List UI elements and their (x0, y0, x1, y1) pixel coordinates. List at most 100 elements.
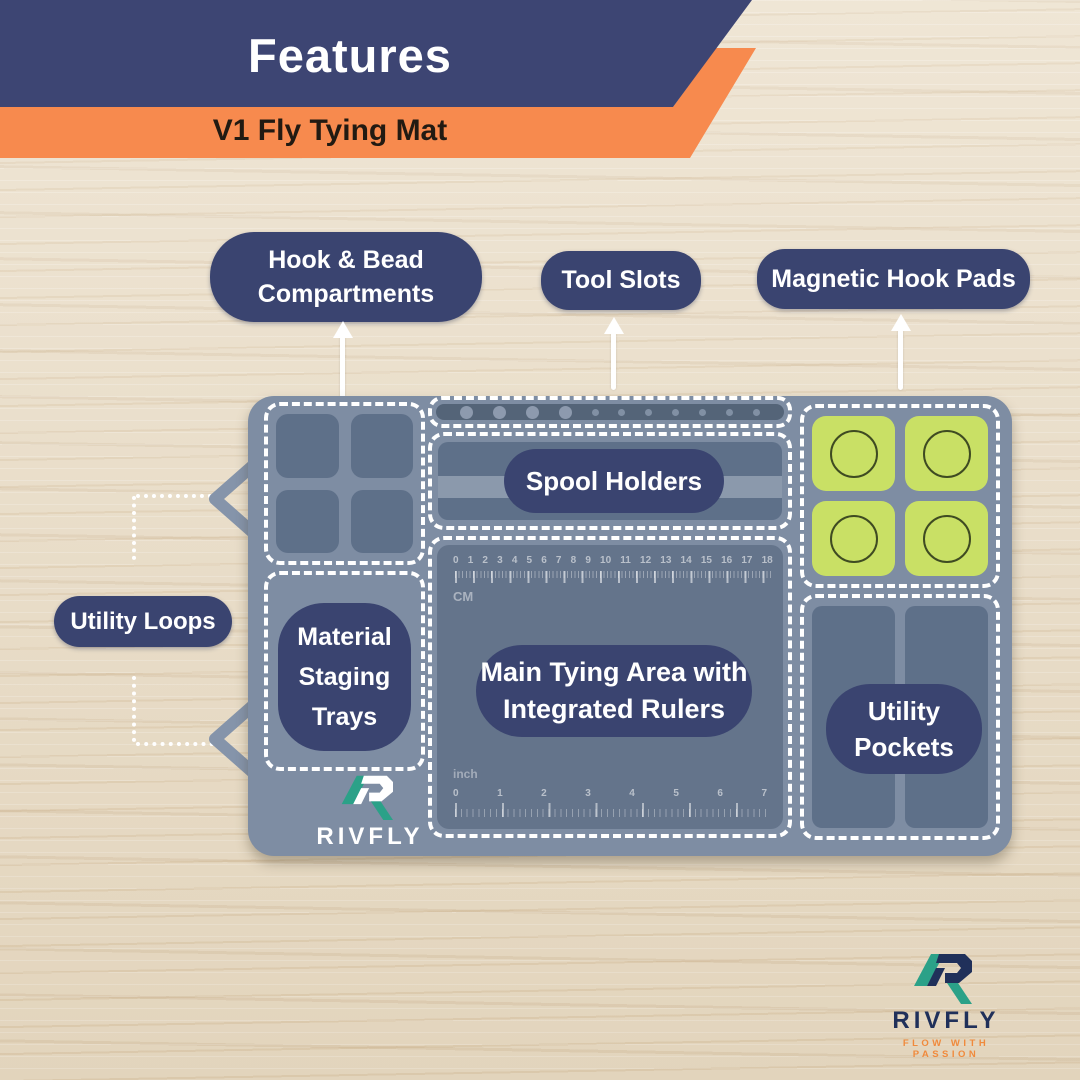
magnet-circle-icon (922, 429, 971, 478)
inch-ruler-number: 6 (717, 788, 723, 799)
cm-ruler-number: 9 (585, 555, 591, 566)
cm-ruler-number: 10 (600, 555, 612, 566)
inch-ruler-number: 7 (761, 788, 767, 799)
compartment-cell (276, 489, 339, 553)
tool-hole-icon (591, 408, 599, 416)
magnetic-pad (812, 416, 895, 491)
cm-ruler-number: 16 (721, 555, 733, 566)
page-subtitle: V1 Fly Tying Mat (212, 114, 448, 147)
footer-brand-wordmark: RIVFLY (892, 1007, 1000, 1034)
cm-ruler-unit: CM (453, 589, 474, 604)
magnet-circle-icon (829, 514, 878, 563)
callout-utility-loops: Utility Loops (54, 596, 232, 647)
spool-holders-zone: Spool Holders (428, 432, 792, 530)
magnetic-pad (905, 501, 988, 576)
main-label-line2: Integrated Rulers (502, 694, 726, 724)
material-line3: Trays (311, 703, 378, 731)
utility-pockets-label: Utility Pockets (826, 684, 982, 774)
compartment-cell (350, 414, 413, 478)
cm-ruler-number: 0 (453, 555, 459, 566)
cm-ruler-number: 5 (526, 555, 533, 566)
inch-ruler-ticks-major (455, 803, 767, 817)
cm-ruler-number: 3 (497, 555, 503, 566)
tool-hole-icon (618, 408, 626, 416)
callout-hook-bead-compartments: Hook & Bead Compartments (210, 232, 482, 322)
spool-label-text: Spool Holders (525, 465, 703, 496)
cm-ruler-number: 18 (761, 555, 773, 566)
material-line1: Material (297, 623, 392, 651)
arrow-tool-slots-head-icon (604, 317, 624, 334)
inch-ruler-ticks-minor (455, 809, 767, 817)
cm-ruler-number: 2 (482, 555, 488, 566)
callout-tool-slots-label: Tool Slots (561, 266, 681, 294)
rivfly-mark-icon (341, 775, 393, 820)
cm-ruler-number: 7 (555, 555, 562, 566)
cm-ruler-number: 4 (511, 555, 518, 566)
material-staging-label: Material Staging Trays (278, 603, 411, 751)
cm-ruler-number: 8 (570, 555, 577, 566)
magnetic-pad (812, 501, 895, 576)
magnet-circle-icon (829, 429, 878, 478)
page-title: Features (248, 29, 452, 82)
inch-ruler-number: 2 (541, 788, 547, 799)
callout-magnetic-label: Magnetic Hook Pads (771, 264, 1016, 293)
arrow-magnetic-stem (898, 329, 903, 390)
magnetic-pad-grid (812, 416, 988, 576)
pockets-label-line1: Utility (867, 696, 941, 726)
callout-hook-bead-line2: Compartments (257, 280, 435, 308)
callout-utility-loops-label: Utility Loops (70, 607, 216, 635)
inch-ruler-unit: inch (453, 767, 478, 781)
material-line2: Staging (298, 663, 391, 691)
magnetic-pad (905, 416, 988, 491)
dotted-connector-top-vertical (132, 496, 136, 560)
magnet-circle-icon (922, 514, 971, 563)
tool-hole-icon (645, 408, 653, 416)
tool-hole-icon (558, 405, 572, 419)
header-blue-banner (0, 0, 752, 107)
callout-tool-slots: Tool Slots (541, 251, 701, 310)
dotted-connector-top-horizontal (136, 494, 220, 498)
main-label-line1: Main Tying Area with (480, 657, 748, 687)
cm-ruler-number: 1 (467, 555, 474, 566)
material-staging-zone: Material Staging Trays (264, 571, 425, 771)
inch-ruler-number: 0 (453, 788, 459, 799)
magnetic-hook-pads-zone (800, 404, 1000, 588)
inch-ruler-number: 3 (585, 788, 591, 799)
hook-bead-compartments-zone (264, 402, 425, 565)
cm-ruler-number: 11 (620, 555, 631, 566)
cm-ruler-number: 17 (741, 555, 753, 566)
tool-hole-icon (492, 405, 506, 419)
dotted-connector-bottom-vertical (132, 676, 136, 742)
footer-brand-logo: RIVFLY FLOW WITH PASSION (868, 952, 1024, 1060)
tool-slots-zone (428, 396, 792, 428)
dotted-connector-bottom-horizontal (136, 742, 222, 746)
tool-hole-icon (525, 405, 539, 419)
arrow-hook-bead-head-icon (333, 321, 353, 338)
tool-hole-icon (726, 408, 734, 416)
mat-brand-logo: RIVFLY (290, 774, 450, 851)
callout-hook-bead-line1: Hook & Bead (268, 246, 424, 274)
pockets-label-line2: Pockets (854, 732, 954, 762)
tool-hole-icon (672, 408, 680, 416)
callout-magnetic-hook-pads: Magnetic Hook Pads (757, 249, 1030, 309)
compartment-cell (276, 414, 339, 478)
cm-ruler-number: 13 (660, 555, 672, 566)
main-tying-area-label: Main Tying Area with Integrated Rulers (476, 645, 752, 737)
arrow-tool-slots-stem (611, 332, 616, 390)
tool-hole-icon (699, 408, 707, 416)
arrow-magnetic-head-icon (891, 314, 911, 331)
footer-brand-tagline: FLOW WITH PASSION (902, 1038, 990, 1060)
spool-holders-label: Spool Holders (504, 449, 724, 513)
mat-brand-wordmark: RIVFLY (316, 823, 424, 850)
inch-ruler-number: 4 (629, 788, 635, 799)
cm-ruler-number: 14 (680, 555, 692, 566)
arrow-hook-bead-stem (340, 336, 345, 398)
cm-ruler-number: 12 (640, 555, 652, 566)
tool-hole-icon (753, 408, 761, 416)
cm-ruler-ticks-minor (455, 571, 773, 578)
